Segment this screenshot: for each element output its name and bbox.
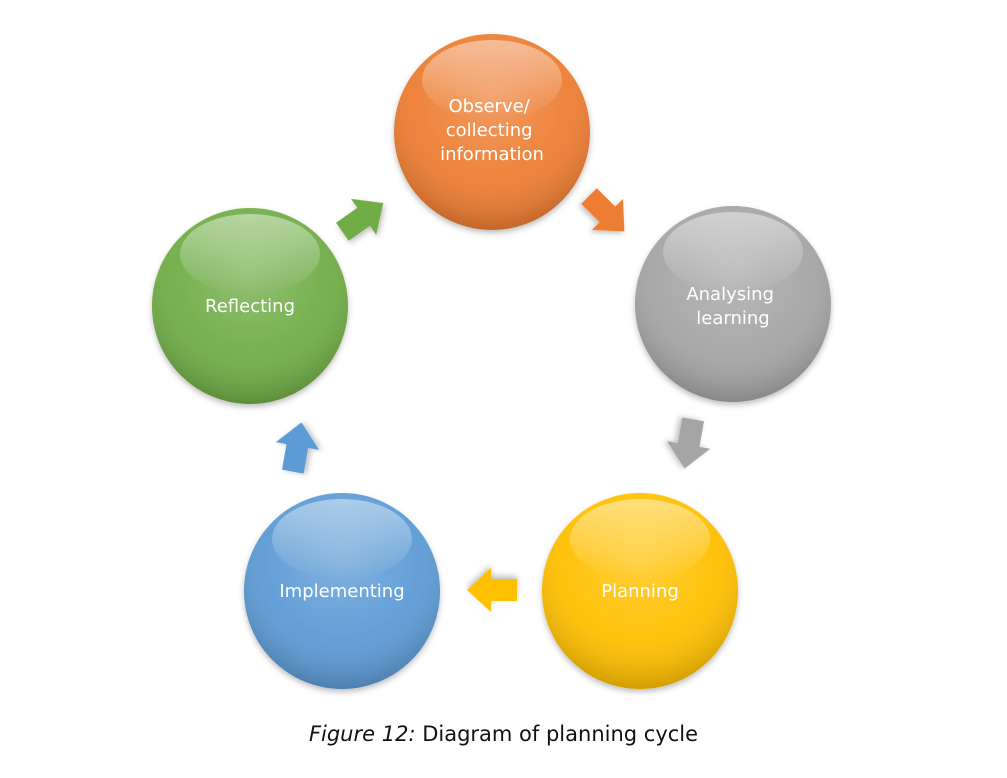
node-implementing-label: Implementing xyxy=(279,581,404,602)
caption-text: Diagram of planning cycle xyxy=(422,722,699,746)
figure-caption: Figure 12: Diagram of planning cycle xyxy=(0,722,1007,746)
cycle-arrow-observe-to-analysing xyxy=(581,188,625,232)
cycle-arrow-analysing-to-planning xyxy=(666,417,711,469)
cycle-arrow-implementing-to-reflecting xyxy=(275,422,320,474)
cycle-arrow-reflecting-to-observe xyxy=(336,198,384,241)
node-reflecting: Reflecting xyxy=(152,208,348,404)
node-implementing: Implementing xyxy=(244,493,440,689)
node-observe-label: Observe/ collecting information xyxy=(440,96,544,165)
node-observe: Observe/ collecting information xyxy=(394,34,590,230)
caption-label: Figure 12: xyxy=(308,722,416,746)
node-planning: Planning xyxy=(542,493,738,689)
node-analysing: Analysing learning xyxy=(635,206,831,402)
node-reflecting-label: Reflecting xyxy=(205,296,295,317)
node-planning-label: Planning xyxy=(601,581,679,602)
cycle-arrow-planning-to-implementing xyxy=(467,568,517,612)
node-analysing-label: Analysing learning xyxy=(686,284,779,329)
